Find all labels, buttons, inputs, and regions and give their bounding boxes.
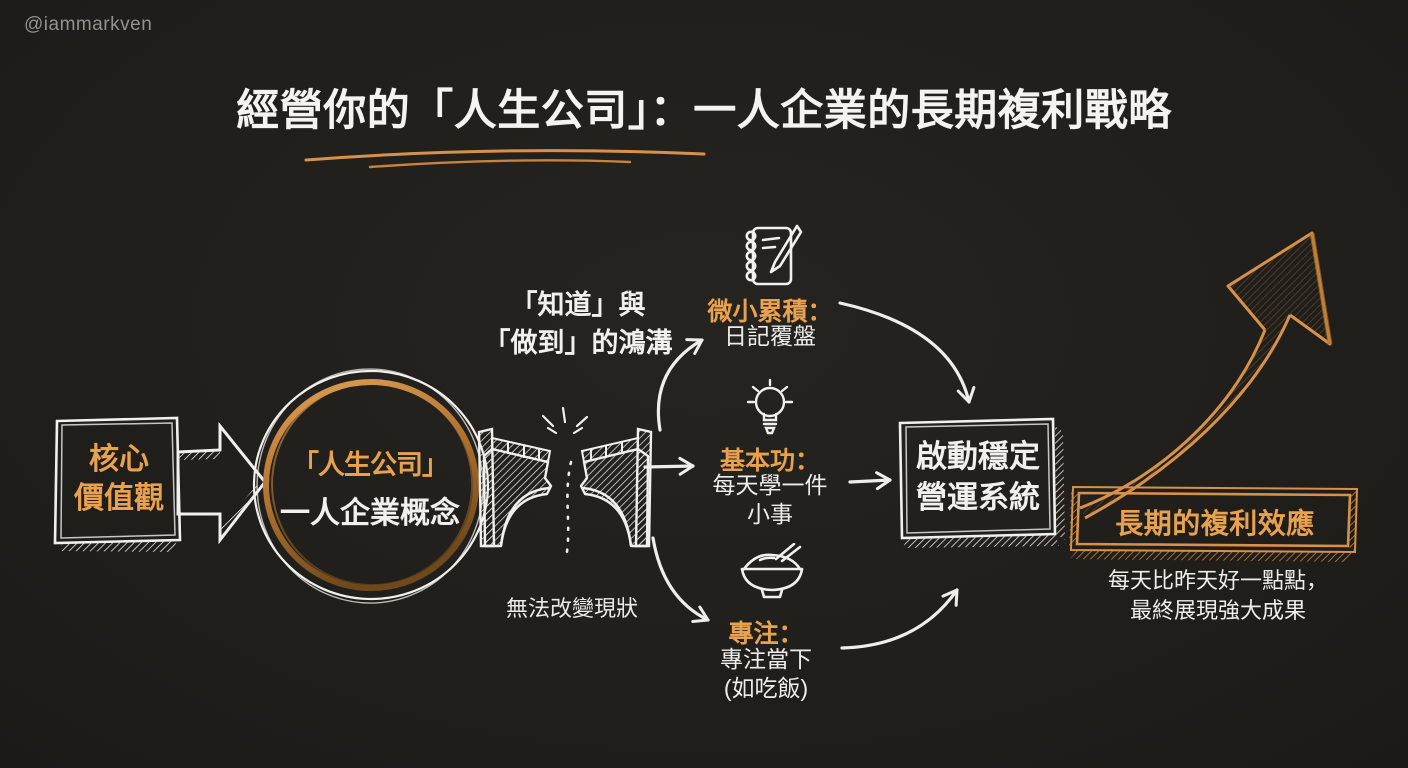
life-company-line1: 「人生公司」 xyxy=(292,449,449,480)
habit-2-line2: 小事 xyxy=(747,501,793,528)
growth-arrow-icon xyxy=(1058,220,1388,530)
habit-2-line1: 每天學一件 xyxy=(712,472,828,498)
habit-3-heading: 專注： xyxy=(728,620,804,648)
system-box xyxy=(893,414,1069,552)
core-values-line2: 價值觀 xyxy=(74,482,164,515)
page-title: 經營你的「人生公司」：一人企業的長期複利戰略 xyxy=(236,87,1172,135)
broken-bridge-icon xyxy=(455,396,677,554)
habit-3-lines: 專注當下 (如吃飯) xyxy=(682,645,850,704)
habit-2-heading: 基本功： xyxy=(719,447,820,475)
gap-label: 「知道」與 「做到」的鴻溝 xyxy=(448,287,708,363)
watermark: @iammarkven xyxy=(24,14,153,35)
gap-line1: 「知道」與 xyxy=(510,290,646,320)
result-banner xyxy=(1068,482,1362,564)
block-arrow-icon xyxy=(176,418,270,550)
journal-pencil-icon xyxy=(737,224,805,290)
core-values-box xyxy=(50,414,188,554)
core-values-line1: 核心 xyxy=(89,443,149,476)
core-values-label: 核心 價值觀 xyxy=(62,440,176,518)
habit-1-heading: 微小累積： xyxy=(707,298,833,326)
life-company-line2: 一人企業概念 xyxy=(280,496,460,530)
cannot-change-note: 無法改變現狀 xyxy=(505,596,638,621)
title-underline xyxy=(300,143,710,173)
result-line2: 最終展現強大成果 xyxy=(1129,598,1306,624)
result-caption: 每天比昨天好一點點， 最終展現強大成果 xyxy=(1068,566,1368,627)
system-line1: 啟動穩定 xyxy=(916,439,1040,474)
habit-2-lines: 每天學一件 小事 xyxy=(682,471,858,530)
lightbulb-icon xyxy=(738,378,802,440)
habit-3-line1: 專注當下 xyxy=(720,646,812,672)
gap-line2: 「做到」的鴻溝 xyxy=(483,327,673,358)
crack-dashed-line xyxy=(564,460,573,560)
habit-3-line2: (如吃飯) xyxy=(723,675,809,702)
habit-1-line1: 日記覆盤 xyxy=(724,323,816,349)
crack-sparks xyxy=(541,406,589,435)
result-line1: 每天比昨天好一點點， xyxy=(1107,568,1328,593)
result-banner-label: 長期的複利效應 xyxy=(1115,508,1315,539)
rice-bowl-icon xyxy=(736,543,808,607)
system-box-label: 啟動穩定 營運系統 xyxy=(900,437,1056,519)
system-line2: 營運系統 xyxy=(916,479,1040,515)
life-company-label: 「人生公司」 一人企業概念 xyxy=(262,432,478,542)
